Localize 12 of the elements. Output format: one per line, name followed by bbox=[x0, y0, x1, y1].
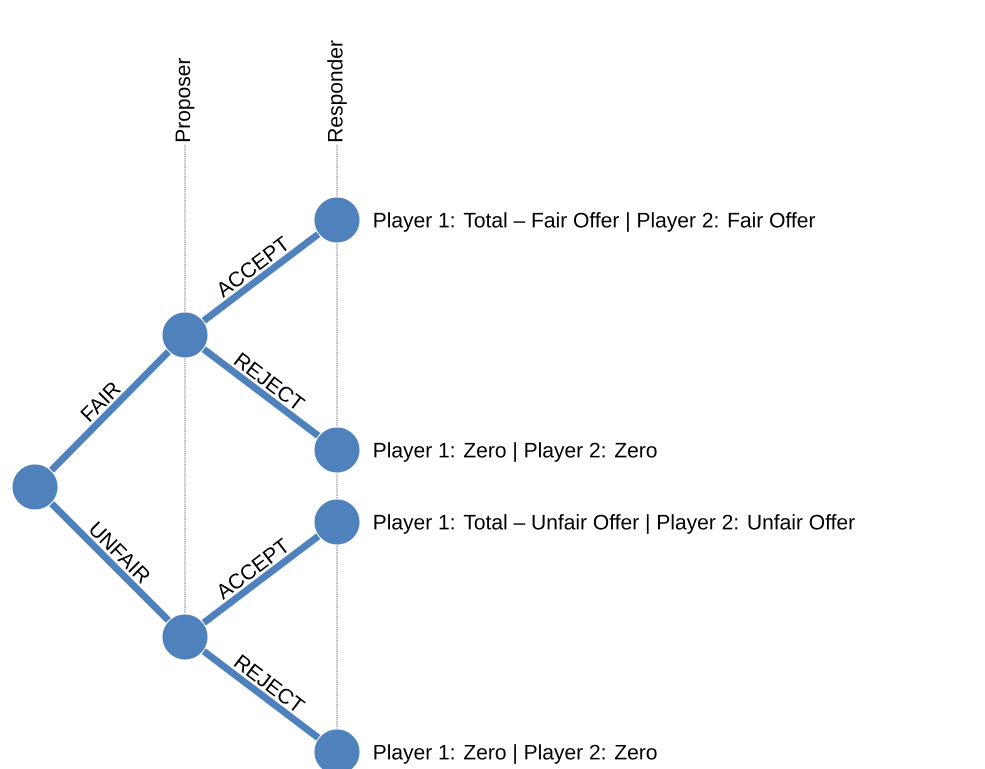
branch-line bbox=[49, 349, 171, 473]
branch-line bbox=[202, 533, 320, 626]
role-label: Proposer bbox=[176, 58, 194, 142]
branch-line bbox=[202, 346, 320, 439]
branch-line bbox=[202, 648, 320, 741]
branch-line bbox=[49, 501, 171, 623]
payoff-text: Player 1: Zero | Player 2: Zero bbox=[374, 442, 657, 462]
role-label: Responder bbox=[327, 40, 347, 142]
branch-line bbox=[202, 231, 320, 324]
payoff-text: Player 1: Zero | Player 2: Zero bbox=[374, 744, 657, 764]
payoff-text: Player 1: Total – Unfair Offer | Player 2: Unfair Offer bbox=[374, 514, 855, 534]
payoff-text: Player 1: Total – Fair Offer | Player 2: Fair Offer bbox=[374, 212, 816, 232]
